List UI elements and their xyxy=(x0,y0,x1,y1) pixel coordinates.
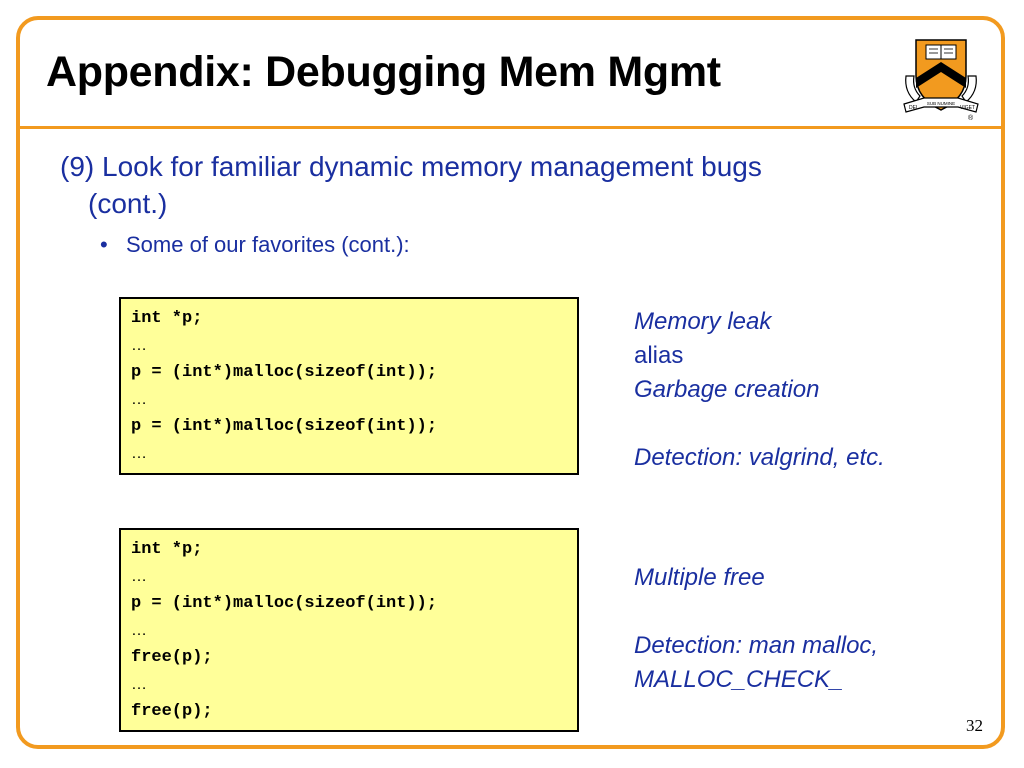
code-line: p = (int*)malloc(sizeof(int)); xyxy=(131,594,438,613)
main-point-line-1: (9) Look for familiar dynamic memory man… xyxy=(60,151,762,182)
code-line-ellipsis: … xyxy=(131,391,147,408)
slide-title: Appendix: Debugging Mem Mgmt xyxy=(46,48,721,96)
sub-point: • Some of our favorites (cont.): xyxy=(100,230,410,260)
notes-multiple-free: Multiple free Detection: man malloc, MAL… xyxy=(634,561,878,697)
logo-banner-right: VIGET xyxy=(960,105,975,111)
bullet-icon: • xyxy=(100,232,108,257)
code-line-ellipsis: … xyxy=(131,445,147,462)
code-line-ellipsis: … xyxy=(131,337,147,354)
note-line: alias xyxy=(634,342,684,369)
note-line: Garbage creation xyxy=(634,376,820,403)
code-line: p = (int*)malloc(sizeof(int)); xyxy=(131,417,438,436)
note-line: Detection: valgrind, etc. xyxy=(634,444,885,471)
registered-mark: ® xyxy=(968,114,974,122)
page-number: 32 xyxy=(966,716,983,735)
code-line-ellipsis: … xyxy=(131,568,147,585)
slide-frame xyxy=(16,16,1005,749)
code-line: free(p); xyxy=(131,648,213,667)
note-line: MALLOC_CHECK_ xyxy=(634,666,844,693)
note-line: Multiple free xyxy=(634,564,765,591)
note-line: Memory leak xyxy=(634,308,772,335)
sub-point-text: Some of our favorites (cont.): xyxy=(126,232,410,257)
note-spacer xyxy=(634,595,878,629)
note-line: Detection: man malloc, xyxy=(634,632,879,659)
code-line: free(p); xyxy=(131,702,213,721)
title-divider xyxy=(16,126,1005,129)
princeton-shield-icon: DEI SUB NUMINE VIGET ® xyxy=(902,32,980,122)
code-line: int *p; xyxy=(131,309,203,328)
code-line: int *p; xyxy=(131,540,203,559)
code-line-ellipsis: … xyxy=(131,676,147,693)
notes-memory-leak: Memory leak alias Garbage creation Detec… xyxy=(634,305,885,475)
main-point-line-2: (cont.) xyxy=(88,188,168,219)
code-line-ellipsis: … xyxy=(131,622,147,639)
main-point: (9) Look for familiar dynamic memory man… xyxy=(60,148,940,222)
logo-banner-left: DEI xyxy=(909,105,917,111)
code-block-multiple-free: int *p; … p = (int*)malloc(sizeof(int));… xyxy=(119,528,579,732)
shield-icon: DEI SUB NUMINE VIGET ® xyxy=(903,39,979,122)
code-line: p = (int*)malloc(sizeof(int)); xyxy=(131,363,438,382)
code-block-memory-leak: int *p; … p = (int*)malloc(sizeof(int));… xyxy=(119,297,579,475)
logo-banner-center: SUB NUMINE xyxy=(927,101,955,106)
note-spacer xyxy=(634,407,885,441)
